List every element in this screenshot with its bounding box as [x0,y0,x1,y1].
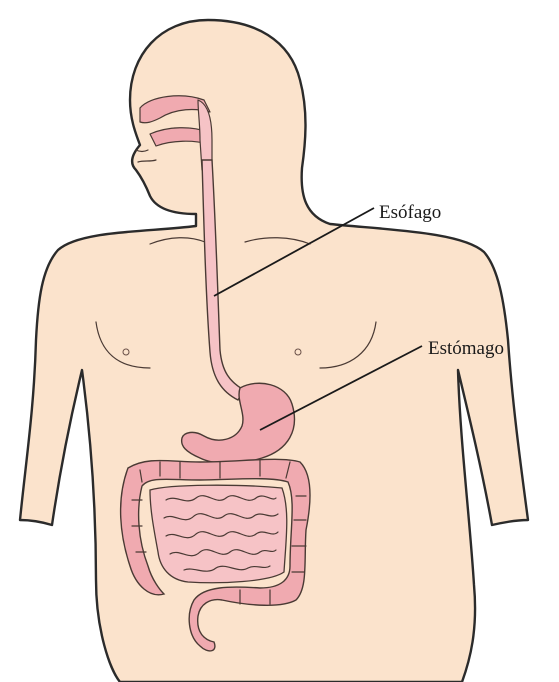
esophagus-label: Esófago [379,202,441,223]
stomach-label: Estómago [428,338,504,359]
